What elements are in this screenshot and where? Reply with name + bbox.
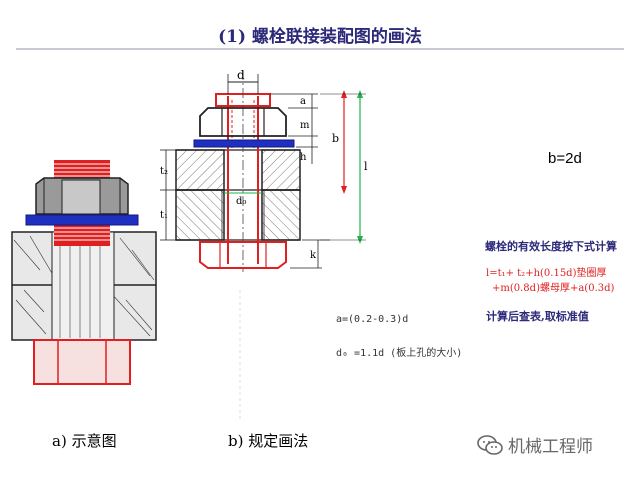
thread-top	[54, 160, 110, 246]
calc-heading: 螺栓的有效长度按下式计算	[485, 240, 617, 253]
dim-label-t1: t₁	[160, 210, 168, 221]
dim-label-b: b	[332, 132, 339, 145]
dim-label-m: m	[300, 120, 310, 131]
title-divider	[16, 48, 624, 50]
formula-line-2: +m(0.8d)螺母厚+a(0.3d)	[492, 283, 615, 294]
dim-label-l: l	[364, 160, 368, 173]
watermark-text: 机械工程师	[508, 437, 593, 457]
dim-label-h: h	[300, 152, 307, 163]
after-calc-note: 计算后查表,取标准值	[486, 310, 589, 323]
formula-line-1: l=t₁+ t₂+h(0.15d)垫圈厚	[486, 268, 607, 279]
caption-standard: b) 规定画法	[228, 432, 309, 450]
b-equation: b=2d	[548, 150, 582, 167]
caption-schematic: a) 示意图	[52, 432, 117, 450]
dim-label-k: k	[310, 250, 317, 261]
note-d0-value: d₀ =1.1d (板上孔的大小)	[336, 348, 463, 359]
wechat-icon	[477, 434, 503, 455]
nut	[35, 177, 129, 215]
page-title: (1) 螺栓联接装配图的画法	[218, 27, 422, 47]
note-a-value: a=(0.2-0.3)d	[336, 314, 409, 325]
dim-label-d: d	[237, 68, 245, 82]
watermark: 机械工程师	[476, 432, 593, 457]
washer	[25, 214, 139, 226]
standard-view: d a m h b l t₂ t₁ d₀ k	[160, 68, 368, 272]
dim-label-t2: t₂	[160, 166, 168, 177]
bolt-head	[33, 339, 131, 385]
dim-label-d0: d₀	[236, 196, 246, 207]
schematic-view	[11, 160, 157, 385]
dim-label-a: a	[300, 96, 306, 107]
